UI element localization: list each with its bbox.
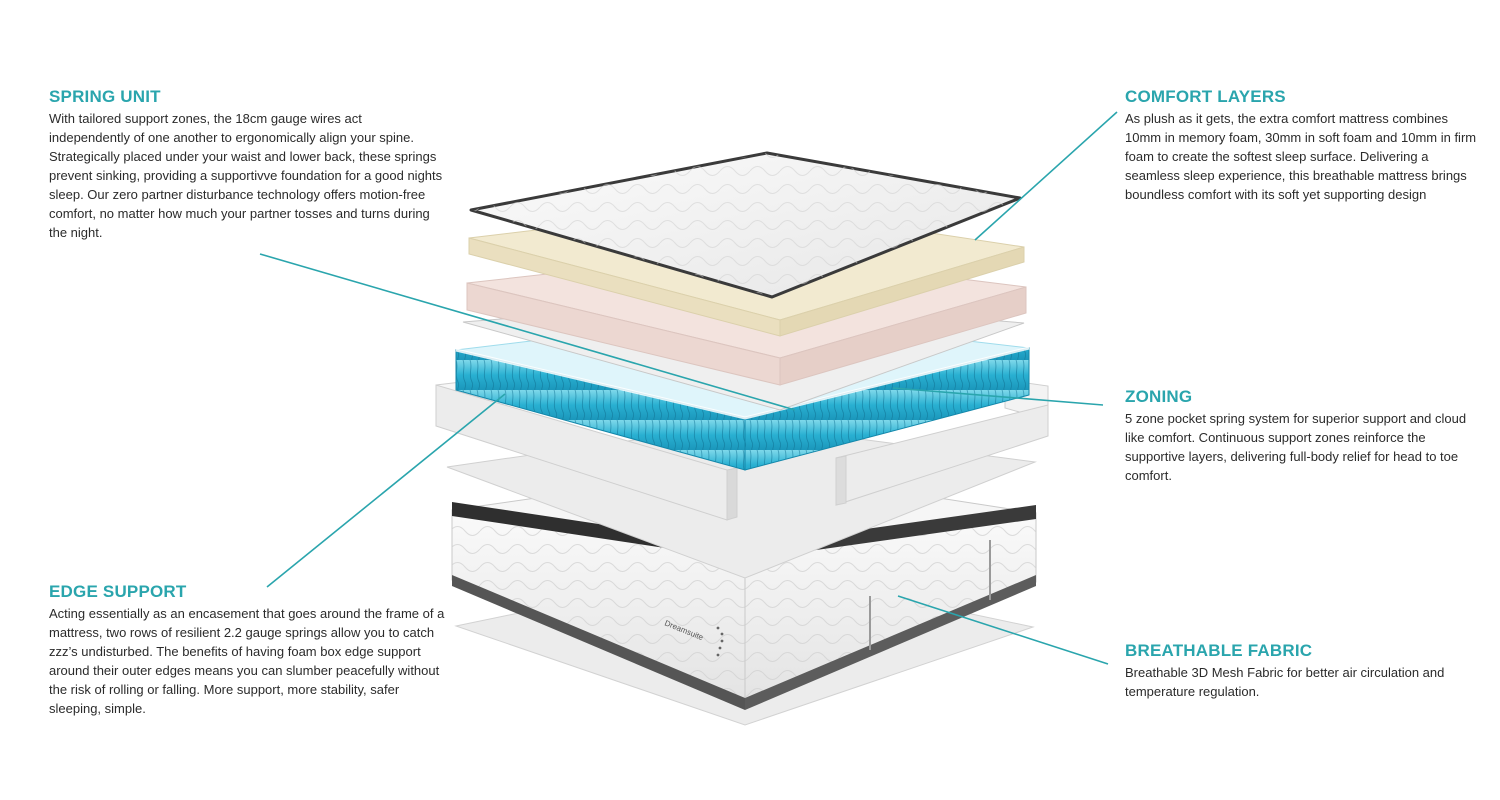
- comfort-layers-text: As plush as it gets, the extra comfort m…: [1125, 111, 1477, 202]
- breathable-fabric-leader: [897, 595, 1109, 665]
- comfort-layers-leader: [974, 111, 1118, 241]
- breathable-fabric-title: BREATHABLE FABRIC: [1125, 641, 1313, 660]
- zoning-callout: ZONING 5 zone pocket spring system for s…: [1125, 387, 1470, 485]
- edge-support-title: EDGE SUPPORT: [49, 582, 187, 601]
- edge-support-leader: [266, 393, 506, 588]
- leader-lines: [259, 111, 1118, 665]
- edge-support-callout: EDGE SUPPORT Acting essentially as an en…: [49, 582, 445, 718]
- edge-support-text: Acting essentially as an encasement that…: [49, 606, 445, 716]
- breathable-fabric-text: Breathable 3D Mesh Fabric for better air…: [1125, 665, 1445, 699]
- zoning-leader: [892, 387, 1104, 406]
- edge-support-frame: [435, 379, 1049, 521]
- breathable-fabric-callout: BREATHABLE FABRIC Breathable 3D Mesh Fab…: [1125, 641, 1470, 701]
- spring-unit-leader: [259, 253, 796, 411]
- top-quilted-panel: [469, 151, 1022, 299]
- spring-unit-text: With tailored support zones, the 18cm ga…: [49, 111, 443, 240]
- zoning-title: ZONING: [1125, 387, 1193, 406]
- zoning-text: 5 zone pocket spring system for superior…: [1125, 411, 1467, 483]
- spring-unit-title: SPRING UNIT: [49, 87, 161, 106]
- brand-dots: [716, 626, 724, 657]
- comfort-layers-title: COMFORT LAYERS: [1125, 87, 1286, 106]
- spring-unit-callout: SPRING UNIT With tailored support zones,…: [49, 87, 445, 242]
- comfort-layers-callout: COMFORT LAYERS As plush as it gets, the …: [1125, 87, 1477, 204]
